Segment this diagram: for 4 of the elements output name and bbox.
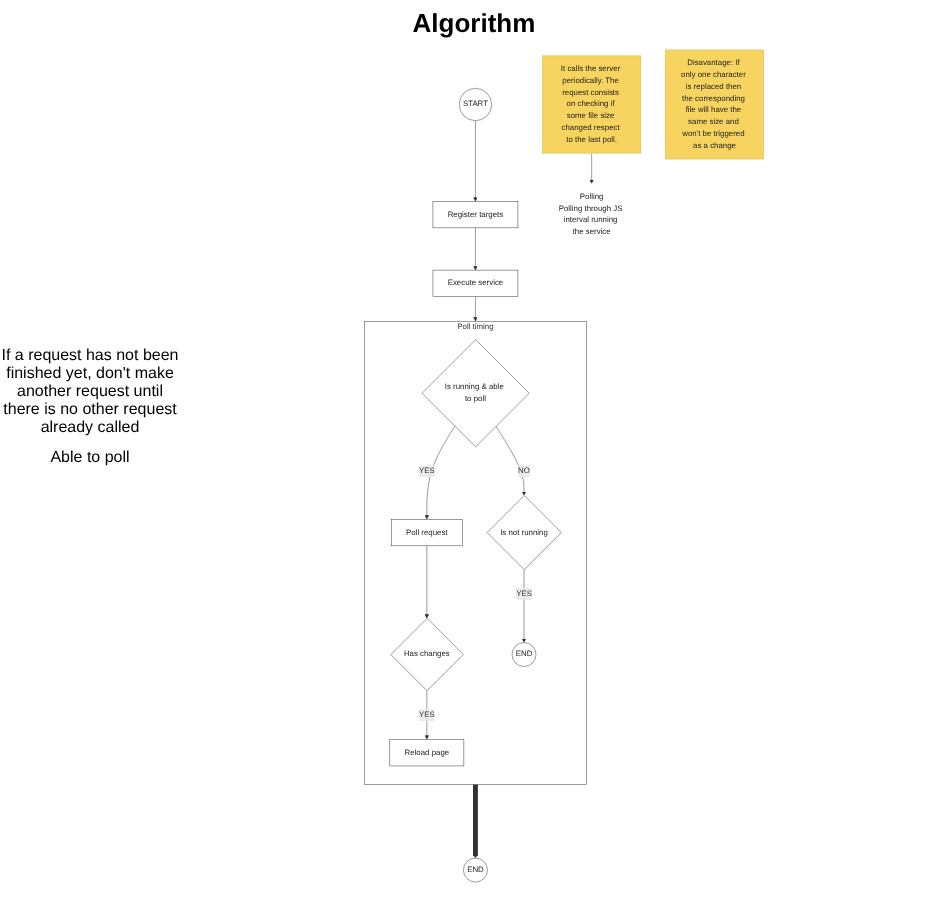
note-text: Able to poll: [48, 448, 132, 466]
arrow: [473, 783, 478, 859]
note-text: If a request has not been finished yet, don't make another request until there is no other request already called: [0, 346, 180, 436]
title: Algorithm: [410, 8, 538, 38]
